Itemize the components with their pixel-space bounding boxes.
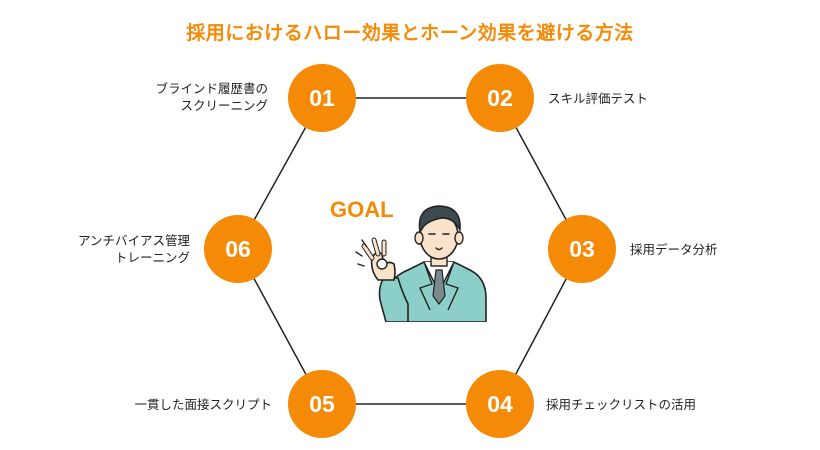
- businessman-ok-gesture-illustration: [355, 205, 487, 322]
- goal-label: GOAL: [330, 197, 394, 222]
- step-label-line: ブラインド履歴書の: [155, 81, 268, 96]
- step-label-line: スキル評価テスト: [548, 91, 649, 106]
- step-label-line: 採用チェックリストの活用: [546, 397, 697, 412]
- step-node-03: 03: [548, 215, 616, 283]
- step-number: 04: [487, 390, 513, 417]
- step-label-line: 一貫した面接スクリプト: [134, 397, 272, 412]
- step-number: 03: [569, 235, 595, 262]
- step-label-line: スクリーニング: [180, 98, 268, 113]
- step-label-06: アンチバイアス管理 トレーニング: [78, 232, 190, 266]
- step-number: 06: [225, 235, 251, 262]
- step-label-03: 採用データ分析: [630, 241, 718, 258]
- step-label-line: トレーニング: [114, 250, 190, 265]
- step-node-06: 06: [204, 215, 272, 283]
- step-node-02: 02: [466, 64, 534, 132]
- step-number: 02: [487, 84, 513, 111]
- step-label-line: アンチバイアス管理: [77, 233, 190, 248]
- step-number: 01: [309, 84, 335, 111]
- step-node-04: 04: [466, 370, 534, 438]
- step-label-01: ブラインド履歴書の スクリーニング: [155, 80, 268, 114]
- step-label-05: 一貫した面接スクリプト: [134, 396, 272, 413]
- step-label-02: スキル評価テスト: [548, 90, 648, 107]
- step-number: 05: [309, 390, 335, 417]
- diagram-title: 採用におけるハロー効果とホーン効果を避ける方法: [186, 22, 634, 44]
- step-label-line: 採用データ分析: [630, 242, 718, 257]
- step-label-04: 採用チェックリストの活用: [546, 396, 696, 413]
- step-node-05: 05: [288, 370, 356, 438]
- step-node-01: 01: [288, 64, 356, 132]
